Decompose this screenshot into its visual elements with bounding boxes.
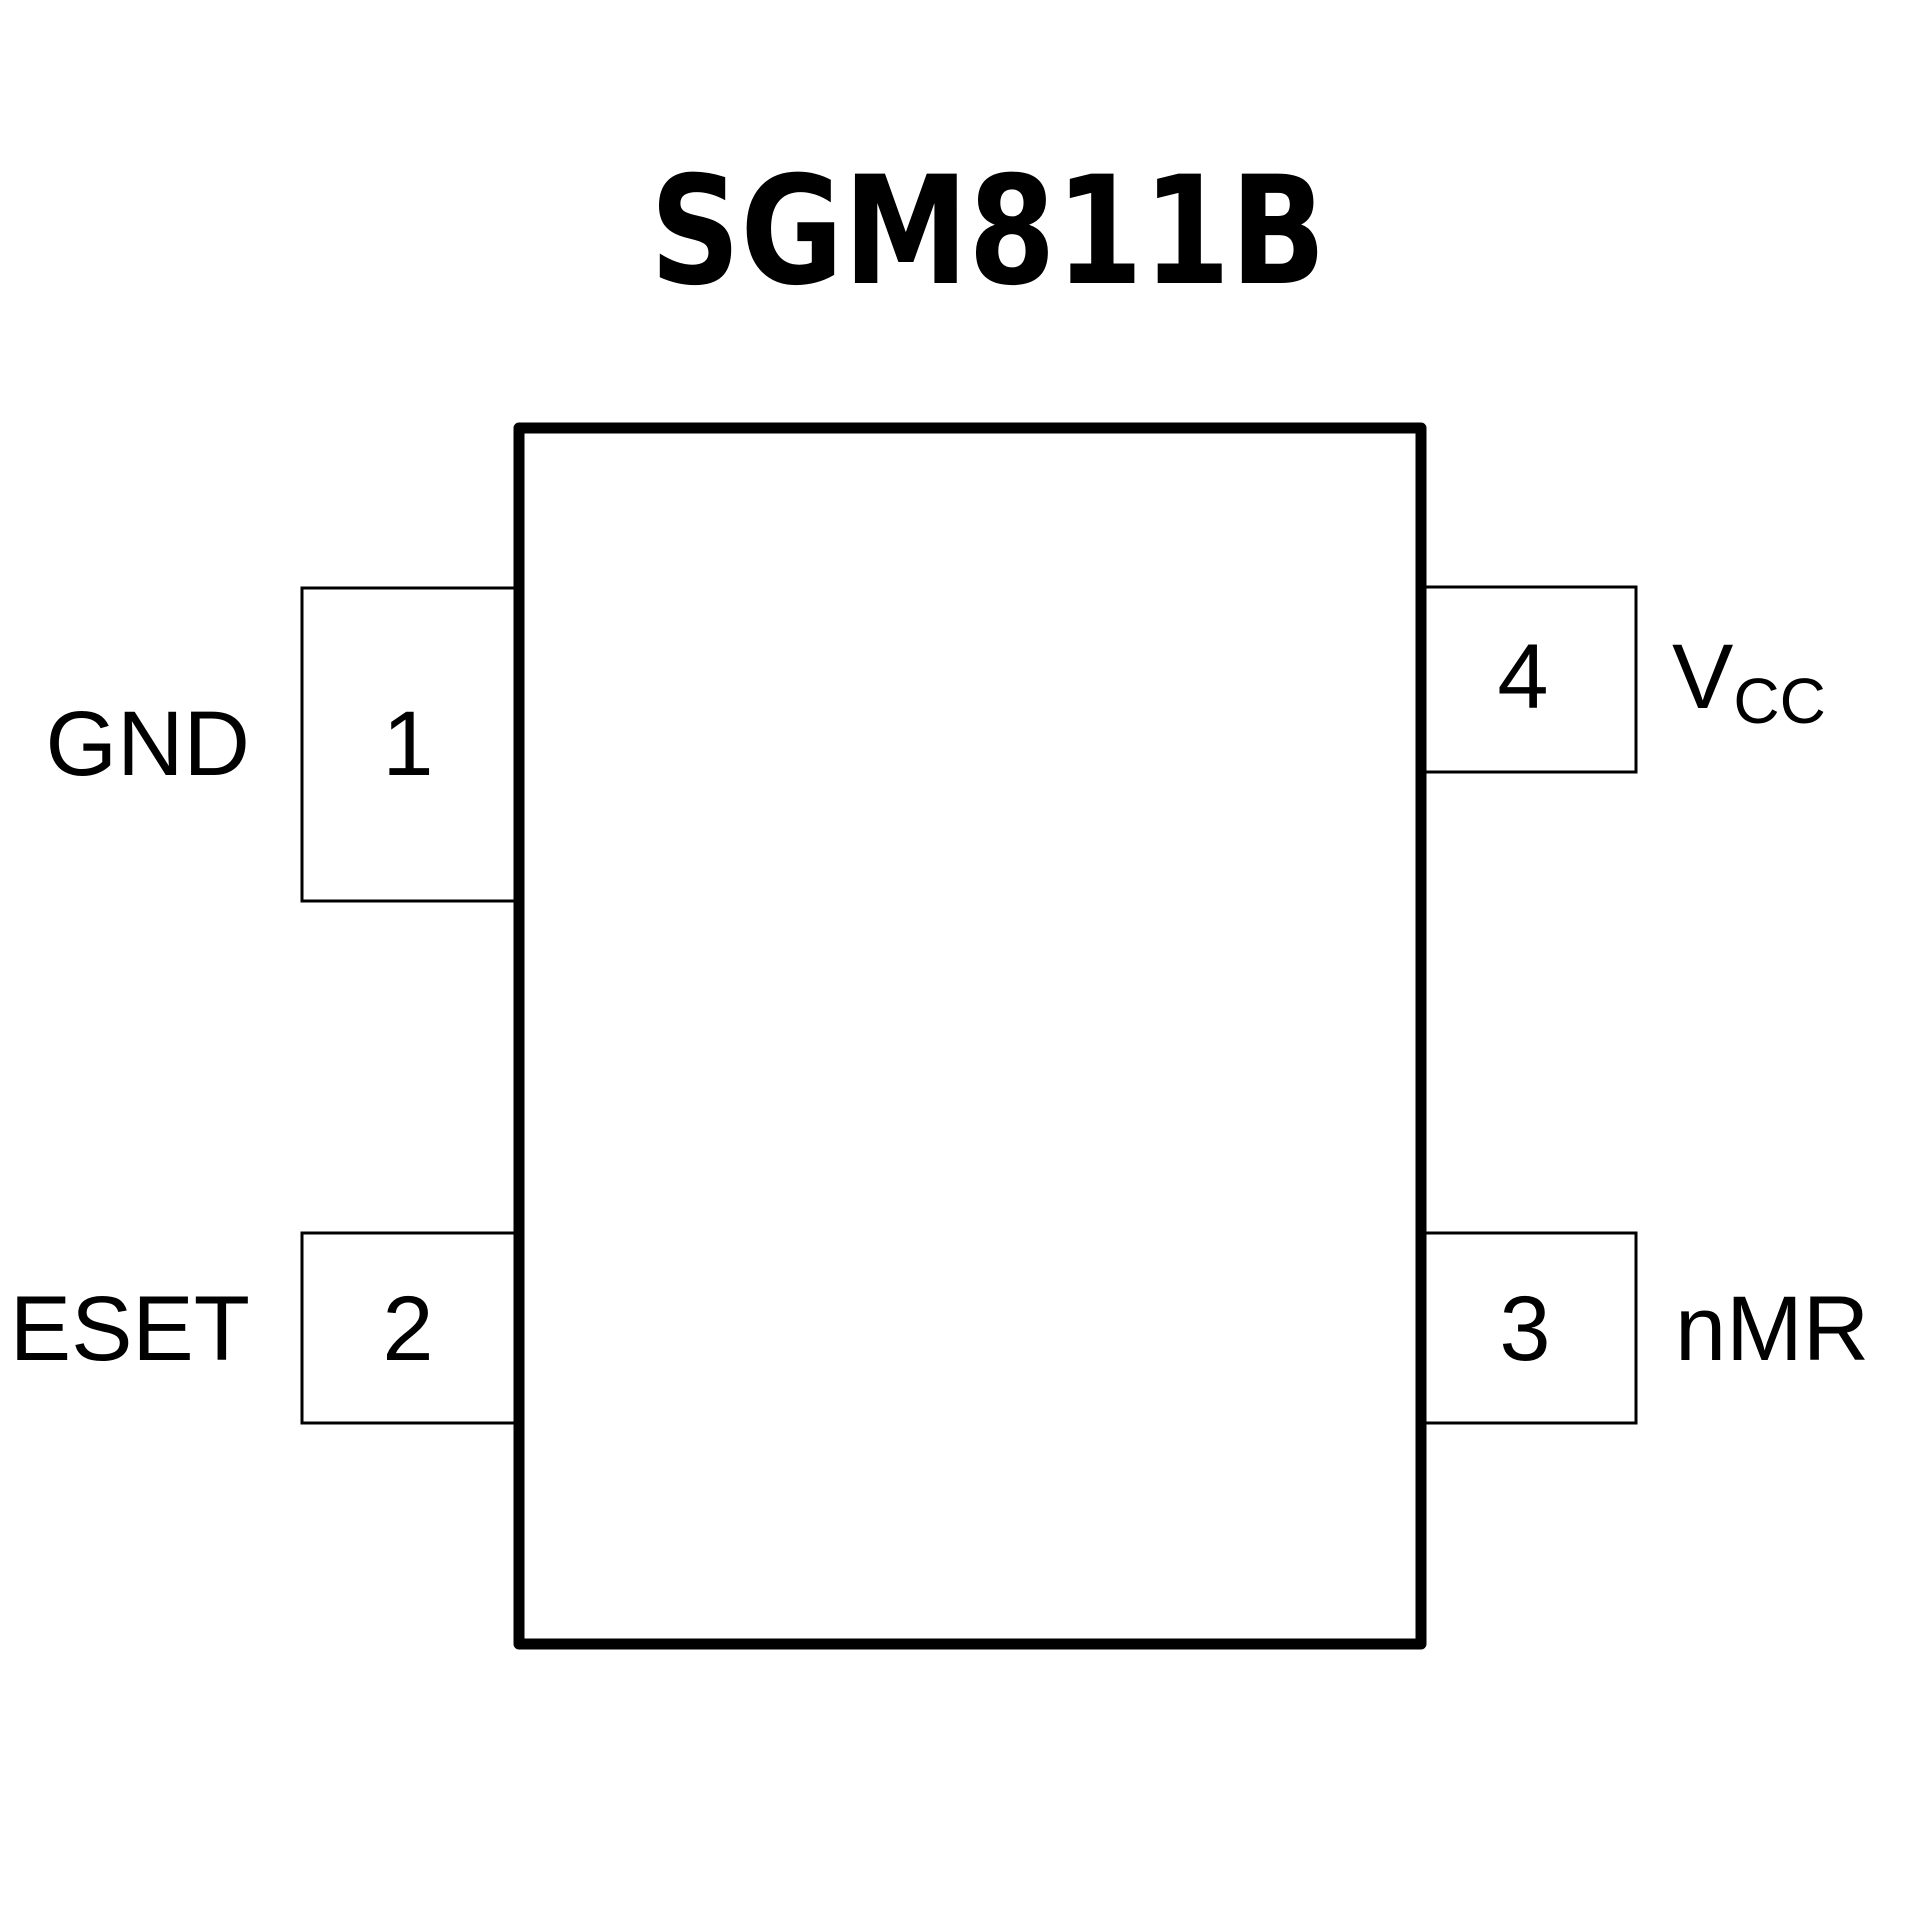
pin-2-number: 2	[382, 1278, 433, 1380]
pin-4-label-sub: CC	[1733, 665, 1825, 737]
chip-title: SGM811B	[650, 145, 1326, 319]
chip-body	[513, 422, 1427, 1650]
pin-3: 3 nMR	[1418, 1231, 1869, 1425]
pin-2-label: ESET	[10, 1278, 250, 1380]
pin-4-label: VCC	[1672, 626, 1826, 737]
pin-3-number: 3	[1499, 1278, 1550, 1380]
pin-2: 2 ESET	[10, 1231, 520, 1425]
pin-4: 4 VCC	[1418, 585, 1826, 774]
pin-3-label: nMR	[1675, 1278, 1869, 1380]
pin-1-number: 1	[382, 693, 433, 795]
pin-1-label: GND	[46, 693, 250, 795]
pin-4-pad	[1418, 585, 1638, 774]
pin-2-pad	[300, 1231, 520, 1425]
pin-4-label-main: V	[1672, 626, 1733, 728]
pin-1: 1 GND	[46, 586, 520, 903]
pin-4-number: 4	[1497, 626, 1548, 728]
pin-1-pad	[300, 586, 520, 903]
pin-3-pad	[1418, 1231, 1638, 1425]
